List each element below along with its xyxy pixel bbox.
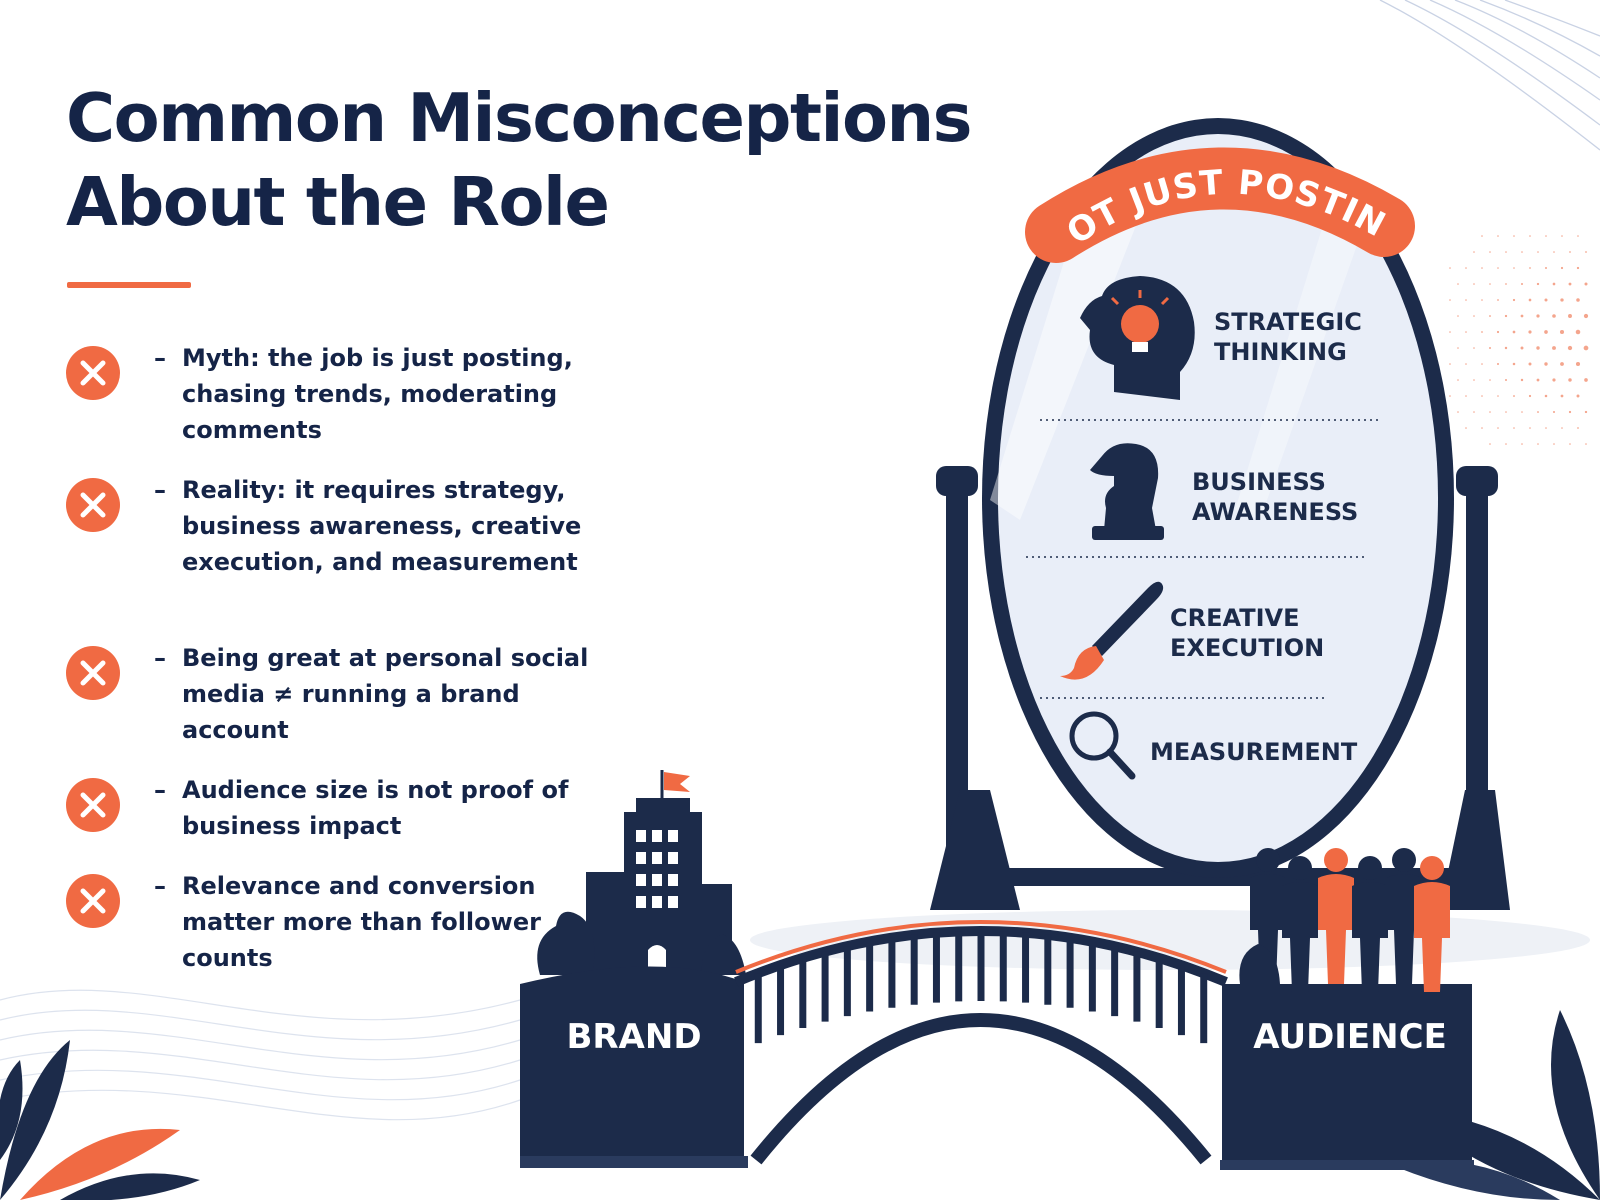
close-icon [66, 778, 120, 832]
brand-base [520, 966, 748, 1168]
list-dash: – [154, 344, 166, 372]
magnifier-icon [1069, 711, 1136, 780]
title-underline [67, 282, 191, 288]
list-item-text: Myth: the job is just posting, chasing t… [182, 344, 573, 444]
list-dash: – [154, 872, 166, 900]
lightbulb-head-icon [1080, 276, 1195, 400]
skill-label-line1: MEASUREMENT [1150, 738, 1358, 766]
list-item-text: Relevance and conversion matter more tha… [182, 872, 541, 972]
brand-label: BRAND [566, 1017, 701, 1057]
paintbrush-icon [1060, 581, 1164, 680]
mirror-stand [930, 466, 1510, 910]
decorative-waves [0, 989, 521, 1121]
title-line: About the Role [66, 163, 610, 241]
bridge [734, 920, 1228, 1165]
skill-label-line1: BUSINESS [1192, 468, 1326, 496]
list-dash: – [154, 776, 166, 804]
list-item-text: Audience size is not proof of business i… [182, 776, 569, 840]
list-dash: – [154, 476, 166, 504]
close-icon [66, 346, 120, 400]
list-dash: – [154, 644, 166, 672]
close-icon [66, 478, 120, 532]
skill-label-line1: CREATIVE [1170, 604, 1299, 632]
audience-base [1220, 984, 1474, 1170]
page-title: Common Misconceptions About the Role [66, 76, 973, 244]
halftone-dots [1449, 235, 1589, 445]
people-group-icon [1250, 848, 1450, 992]
title-line: Common Misconceptions [66, 79, 973, 157]
close-icon [66, 646, 120, 700]
skill-label-line2: THINKING [1214, 338, 1347, 366]
skill-label-line2: EXECUTION [1170, 634, 1324, 662]
building-icon [537, 770, 746, 975]
list-item-text: Reality: it requires strategy, business … [182, 476, 582, 576]
close-icon [66, 874, 120, 928]
skill-label-line2: AWARENESS [1192, 498, 1358, 526]
chess-knight-icon [1090, 443, 1164, 540]
bush-icon [1239, 944, 1280, 984]
audience-label: AUDIENCE [1253, 1017, 1447, 1057]
decorative-arcs [1379, 0, 1600, 151]
skill-label-line1: STRATEGIC [1214, 308, 1362, 336]
leaves-bottom-left [0, 1040, 200, 1200]
list-item-text: Being great at personal social media ≠ r… [182, 644, 589, 744]
